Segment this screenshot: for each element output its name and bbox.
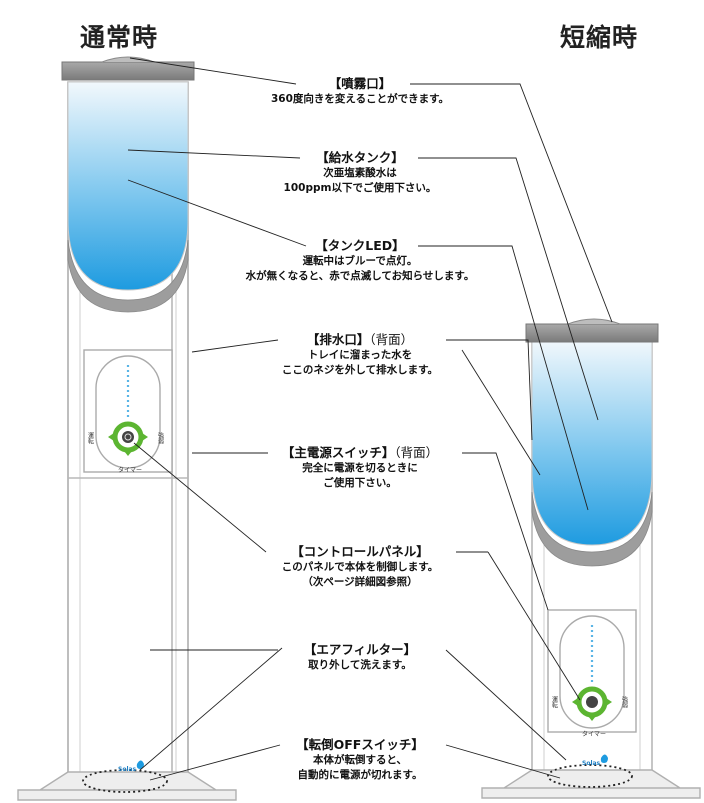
callout-power-desc2: ご使用下さい。 (323, 477, 397, 489)
callout-led-desc1: 運転中はブルーで点灯。 (302, 255, 418, 267)
callout-led-desc2: 水が無くなると、赤で点滅してお知らせします。 (245, 270, 475, 282)
callout-tilt: 【転倒OFFスイッチ】 本体が転倒すると、 自動的に電源が切れます。 (240, 737, 480, 783)
tilt-switch-normal (82, 769, 168, 793)
panel-label-bottom-short: タイマー (582, 730, 606, 738)
callout-tank-desc2: 100ppm以下でご使用下さい。 (283, 182, 437, 194)
callout-panel-desc1: このパネルで本体を制御します。 (281, 561, 439, 573)
callout-led: 【タンクLED】 運転中はブルーで点灯。 水が無くなると、赤で点滅してお知らせし… (220, 238, 500, 284)
leader-lines (127, 57, 613, 781)
logos: Solas Solas (118, 760, 601, 773)
panel-small-labels: 運転 強弱 タイマー 運転 強弱 タイマー (87, 431, 628, 738)
unit-normal (17, 56, 237, 801)
panel-label-right-short: 強弱 (621, 695, 628, 709)
callout-drain-desc1: トレイに溜まった水を (307, 349, 413, 361)
tank-rim-normal (67, 239, 189, 313)
power-ring-short (576, 686, 608, 718)
callout-power: 【主電源スイッチ】（背面） 完全に電源を切るときに ご使用下さい。 (240, 445, 480, 491)
heading-short: 短縮時 (560, 23, 639, 52)
nozzle-cap-short (525, 323, 659, 343)
callout-tank-desc1: 次亜塩素酸水は (323, 167, 397, 179)
callout-power-back: （背面） (394, 445, 439, 460)
tank-normal (67, 81, 189, 291)
callout-power-title: 【主電源スイッチ】 (281, 445, 395, 460)
callout-panel-desc2: （次ページ詳細図参照） (302, 576, 418, 588)
callout-tank-title: 【給水タンク】 (316, 150, 404, 165)
callout-tilt-desc2: 自動的に電源が切れます。 (297, 769, 423, 781)
logo-normal: Solas (118, 766, 137, 773)
callout-nozzle: 【噴霧口】 360度向きを変えることができます。 (240, 76, 480, 107)
callout-drain-desc2: ここのネジを外して排水します。 (281, 364, 439, 376)
tank-rim-short (531, 491, 653, 567)
callout-power-desc1: 完全に電源を切るときに (302, 462, 418, 474)
unit-short (481, 318, 701, 799)
callout-tilt-desc1: 本体が転倒すると、 (312, 754, 408, 766)
callout-nozzle-title: 【噴霧口】 (328, 76, 392, 91)
panel-label-bottom-normal: タイマー (118, 466, 142, 474)
callout-tilt-title: 【転倒OFFスイッチ】 (296, 737, 424, 752)
callout-panel: 【コントロールパネル】 このパネルで本体を制御します。 （次ページ詳細図参照） (240, 544, 480, 590)
callout-panel-title: 【コントロールパネル】 (291, 544, 429, 559)
callout-drain: 【排水口】（背面） トレイに溜まった水を ここのネジを外して排水します。 (240, 332, 480, 378)
tank-short (531, 339, 653, 546)
logo-short: Solas (582, 760, 601, 767)
callout-drain-back: （背面） (369, 332, 414, 347)
base-normal (17, 771, 237, 801)
callout-filter-title: 【エアフィルター】 (303, 642, 417, 657)
callout-tank: 【給水タンク】 次亜塩素酸水は 100ppm以下でご使用下さい。 (240, 150, 480, 196)
base-short (481, 769, 701, 799)
callout-led-title: 【タンクLED】 (315, 238, 405, 253)
panel-label-left-normal: 運転 (87, 432, 94, 445)
tilt-switch-short (547, 764, 633, 788)
callout-filter-desc1: 取り外して洗えます。 (308, 659, 412, 671)
panel-label-right-normal: 強弱 (157, 431, 164, 445)
callout-nozzle-desc1: 360度向きを変えることができます。 (270, 93, 450, 105)
heading-normal: 通常時 (80, 23, 159, 52)
callout-filter: 【エアフィルター】 取り外して洗えます。 (240, 642, 480, 673)
callout-drain-title: 【排水口】 (306, 332, 370, 347)
panel-label-left-short: 運転 (551, 696, 558, 709)
power-ring-normal (112, 421, 144, 453)
